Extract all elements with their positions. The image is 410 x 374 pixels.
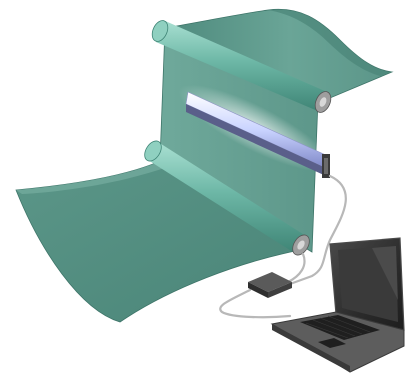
laptop — [272, 238, 404, 372]
cable-controller-to-laptop — [220, 290, 290, 317]
cable-roller-to-controller — [288, 254, 305, 282]
controller-box — [248, 272, 292, 298]
